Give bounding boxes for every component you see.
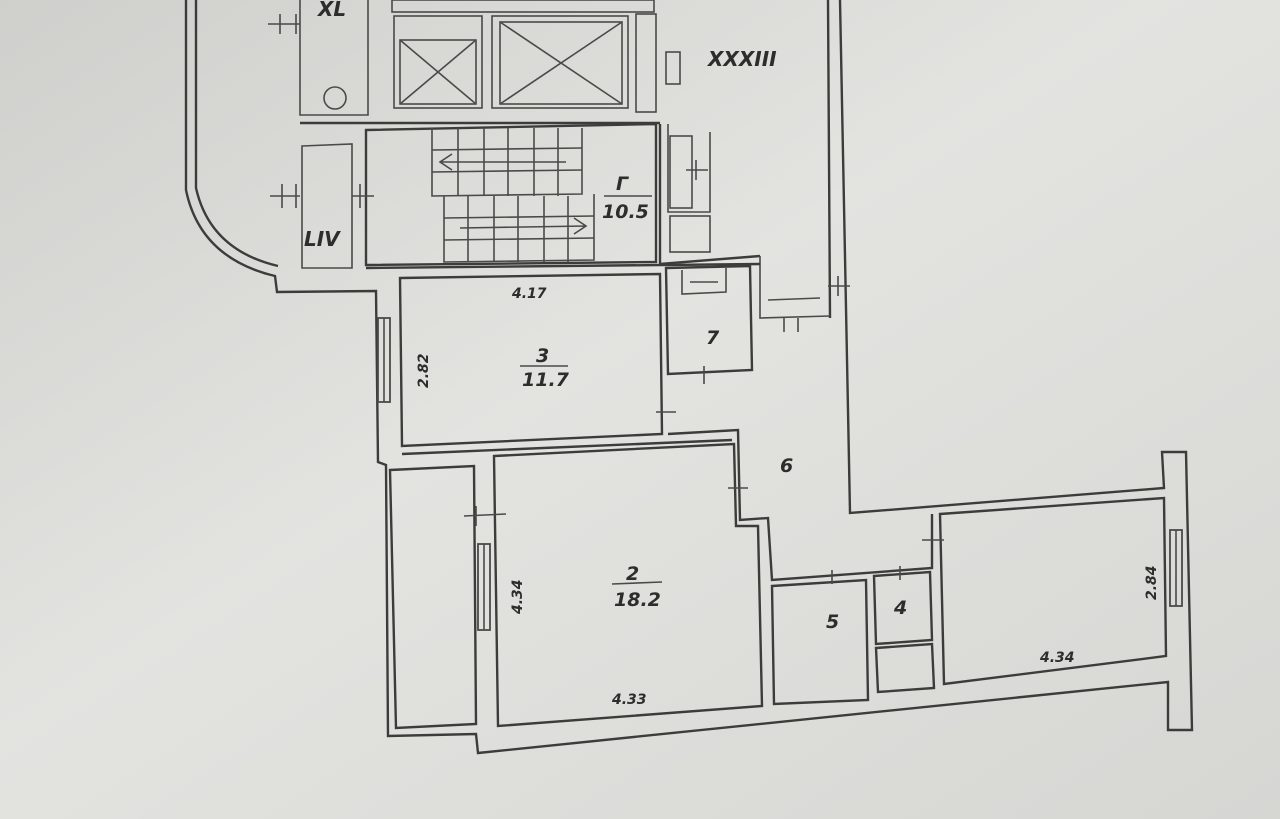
stair-area: 10.5 (602, 201, 649, 223)
label-XL: XL (316, 0, 346, 21)
room1-width: 4.34 (1039, 650, 1075, 666)
label-LIV: LIV (304, 227, 341, 251)
room4-number: 4 (893, 597, 907, 619)
plan-labels: XL XXXIII LIV Г 10.5 4.17 2.82 3 11.7 7 … (304, 0, 1160, 708)
label-XXXIII: XXXIII (706, 47, 777, 71)
arrow-right-icon (459, 217, 588, 235)
room3-width: 4.17 (511, 286, 547, 302)
core-block (299, 0, 831, 319)
staircase (431, 128, 595, 263)
room3-area: 11.7 (522, 369, 570, 391)
room3-number: 3 (536, 345, 549, 367)
pipe-icon (323, 86, 347, 110)
room5-number: 5 (826, 611, 839, 633)
stair-letter: Г (616, 173, 629, 195)
room6-number: 6 (780, 455, 793, 477)
room2-area: 18.2 (614, 589, 661, 611)
window-marks (268, 14, 1183, 631)
room2-width: 4.33 (611, 692, 647, 708)
room2-depth: 4.34 (510, 579, 526, 615)
room2-number: 2 (626, 563, 639, 585)
apartment-walls (365, 262, 1168, 730)
room7-number: 7 (706, 327, 720, 349)
room1-depth: 2.84 (1144, 565, 1160, 600)
arrow-left-icon (438, 153, 566, 171)
room3-depth: 2.82 (416, 353, 432, 388)
outer-walls (184, 0, 1194, 755)
